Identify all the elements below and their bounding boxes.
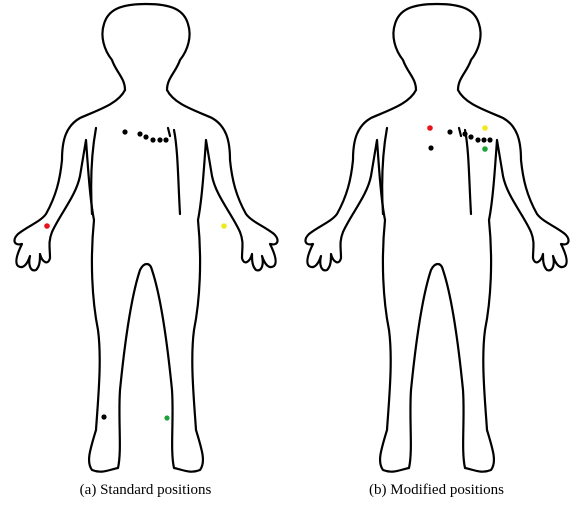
head-outline xyxy=(102,4,189,90)
electrode-left-wrist xyxy=(221,223,227,229)
head-outline xyxy=(393,4,480,90)
inner-arm-left xyxy=(174,130,180,214)
caption-standard: (a) Standard positions xyxy=(0,482,291,499)
electrode-left-ankle xyxy=(164,415,169,420)
electrode-right-shoulder xyxy=(427,125,433,131)
inner-arm-right xyxy=(91,128,96,214)
electrode-chest-v2 xyxy=(137,131,142,136)
electrode-left-lower-chest xyxy=(482,146,488,152)
electrode-left-shoulder xyxy=(482,125,488,131)
inner-arm-right xyxy=(382,128,387,214)
electrode-chest-v5 xyxy=(481,137,486,142)
electrode-right-lower-chest xyxy=(428,145,433,150)
body-figure-modified xyxy=(291,0,582,480)
electrode-chest-v6 xyxy=(487,137,492,142)
electrode-chest-v1 xyxy=(122,129,127,134)
electrode-right-wrist xyxy=(44,223,50,229)
electrode-chest-v6 xyxy=(163,137,168,142)
electrode-chest-v5 xyxy=(157,137,162,142)
neck-crease xyxy=(459,128,461,136)
neck-crease xyxy=(168,128,170,136)
electrode-chest-v3 xyxy=(468,134,473,139)
electrode-chest-v4 xyxy=(150,137,155,142)
electrode-chest-v1 xyxy=(447,129,452,134)
inner-arm-left xyxy=(465,130,471,214)
electrode-chest-v3 xyxy=(143,134,148,139)
electrode-chest-v4 xyxy=(475,137,480,142)
caption-modified: (b) Modified positions xyxy=(291,482,582,499)
electrode-chest-v2 xyxy=(462,131,467,136)
panel-modified: (b) Modified positions xyxy=(291,0,582,510)
body-outline xyxy=(306,90,569,472)
electrode-right-ankle xyxy=(101,414,106,419)
body-figure-standard xyxy=(0,0,291,480)
panel-standard: (a) Standard positions xyxy=(0,0,291,510)
body-outline xyxy=(15,90,278,472)
